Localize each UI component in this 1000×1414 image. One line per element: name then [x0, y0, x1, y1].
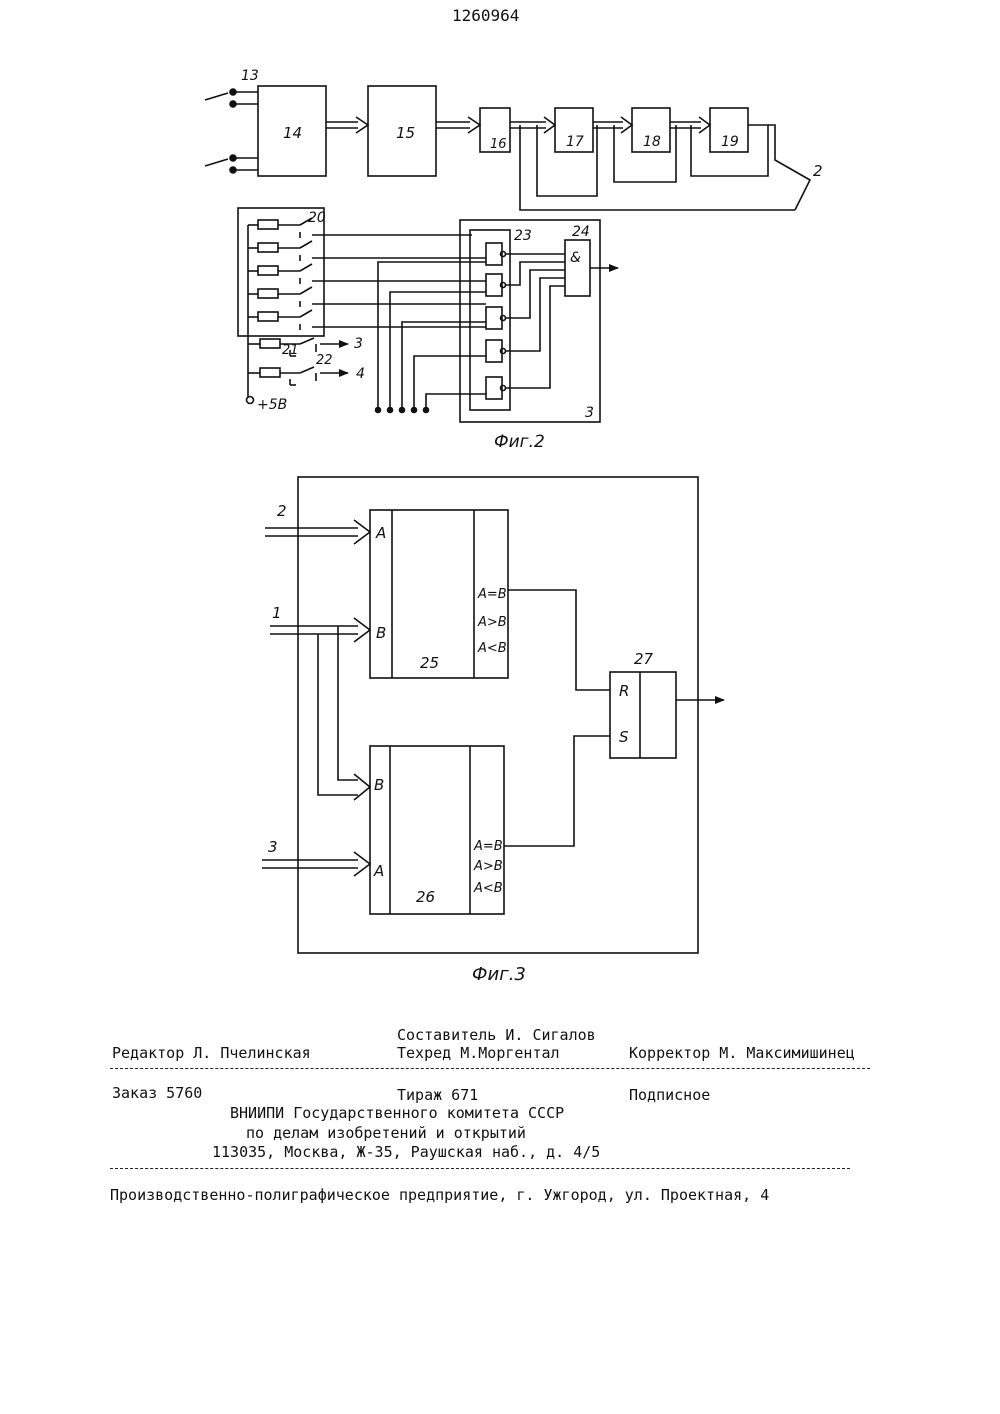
comp25-b: B [376, 624, 386, 642]
and-gate-24 [565, 240, 590, 296]
comp26-a: A [373, 862, 384, 880]
subscription-line: Подписное [629, 1086, 710, 1104]
corrector-line: Корректор М. Максимишинец [629, 1044, 855, 1062]
fig3-input-3: 3 [268, 838, 278, 856]
comp25-a: A [375, 524, 386, 542]
trigger-s: S [619, 728, 629, 746]
block-14-label: 14 [283, 124, 302, 142]
label-20: 20 [308, 210, 326, 226]
label-24: 24 [572, 224, 590, 240]
gate-outputs [505, 254, 565, 388]
order-line: Заказ 5760 [112, 1084, 202, 1102]
block-17-label: 17 [566, 134, 584, 150]
block-16-label: 16 [490, 137, 507, 152]
fig3-input-2: 2 [277, 502, 287, 520]
block-18-label: 18 [643, 134, 661, 150]
comp26-num: 26 [416, 888, 435, 906]
fig3-input-1: 1 [272, 604, 282, 622]
comp25-num: 25 [420, 654, 439, 672]
fig3-input-buses [262, 520, 370, 876]
org-line-1: ВНИИПИ Государственного комитета СССР [230, 1104, 564, 1122]
output-bus-2 [520, 125, 810, 210]
comp25-gt: A>B [477, 615, 507, 630]
label-22: 22 [316, 353, 333, 368]
fig2-caption: Фиг.2 [494, 432, 545, 452]
techred-line: Техред М.Моргентал [397, 1044, 560, 1062]
fig3-caption: Фиг.3 [472, 964, 526, 985]
comp25-eq: A=B [477, 587, 507, 602]
input-switches-13 [205, 89, 258, 173]
label-13: 13 [241, 68, 259, 84]
editor-line: Редактор Л. Пчелинская [112, 1044, 311, 1062]
comp26-eq: A=B [473, 839, 503, 854]
comp25-lt: A<B [477, 641, 507, 656]
trigger-r: R [619, 682, 629, 700]
xnor-gates [486, 243, 506, 399]
output-3-label: 3 [354, 336, 363, 352]
and-symbol: & [570, 250, 581, 266]
output-4-label: 4 [356, 366, 365, 382]
block-15-label: 15 [396, 124, 415, 142]
circulation-line: Тираж 671 [397, 1086, 478, 1104]
box-3-label: 3 [585, 405, 594, 421]
label-21: 21 [282, 343, 299, 358]
block-19-label: 19 [721, 134, 739, 150]
label-2: 2 [813, 162, 823, 180]
rule-1 [110, 1068, 870, 1069]
comp26-lt: A<B [473, 881, 503, 896]
bus-arrows [326, 117, 710, 133]
comp26-gt: A>B [473, 859, 503, 874]
compiler-line: Составитель И. Сигалов [397, 1026, 596, 1044]
printer-line: Производственно-полиграфическое предприя… [110, 1186, 769, 1204]
label-23: 23 [514, 228, 532, 244]
org-line-3: 113035, Москва, Ж-35, Раушская наб., д. … [212, 1143, 600, 1161]
trigger-num: 27 [634, 650, 654, 668]
supply-label: +5В [257, 397, 287, 413]
rule-2 [110, 1168, 850, 1169]
org-line-2: по делам изобретений и открытий [246, 1124, 526, 1142]
comp26-b: B [374, 776, 384, 794]
